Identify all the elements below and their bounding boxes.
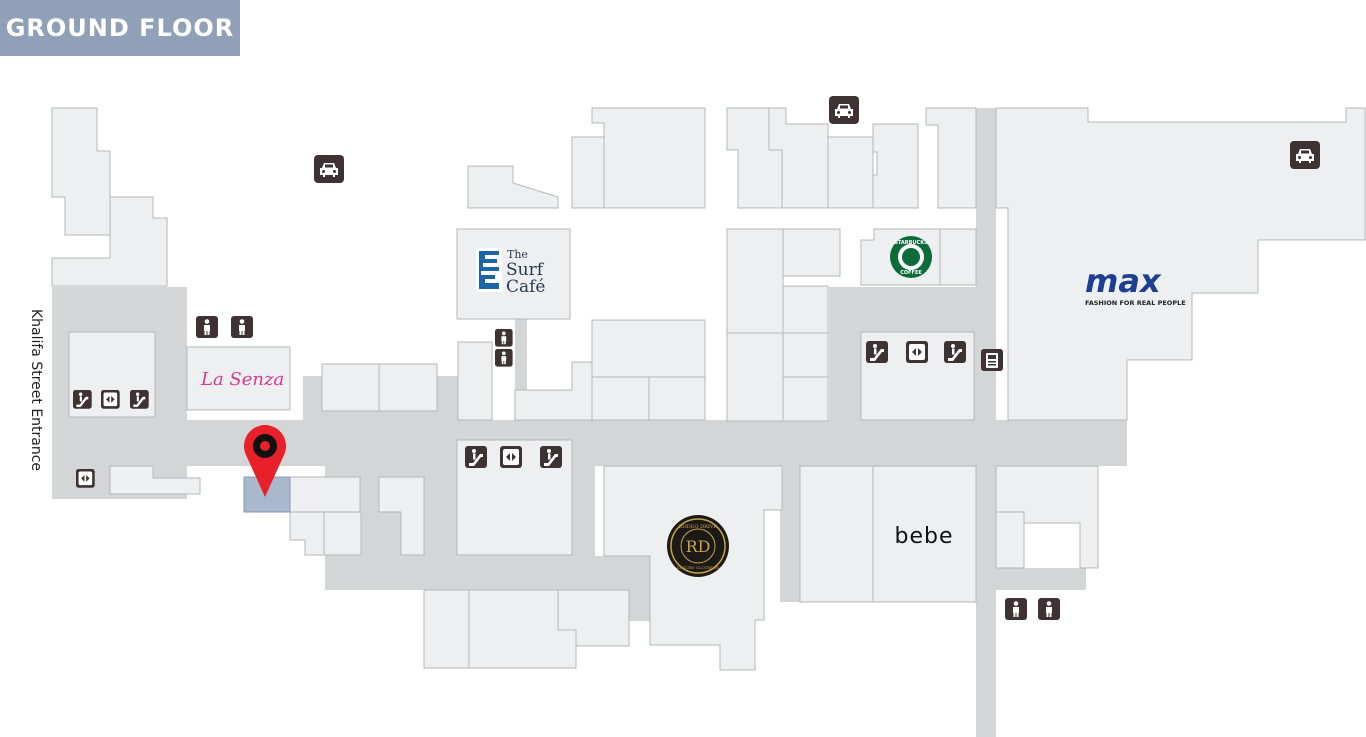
khalifa-street-entrance: Khalifa Street Entrance xyxy=(26,300,46,480)
elevator-icon[interactable] xyxy=(101,390,120,409)
restroom-icon[interactable] xyxy=(1005,598,1027,620)
atm-icon[interactable] xyxy=(981,349,1003,371)
max-logo[interactable]: max FASHION FOR REAL PEOPLE xyxy=(1085,262,1186,307)
taxi-icon[interactable] xyxy=(314,155,344,183)
entrance-label: Khalifa Street Entrance xyxy=(28,308,44,472)
escalator-icon[interactable] xyxy=(866,341,888,363)
surf-cafe-line2: Surf xyxy=(506,260,545,280)
restroom-icon[interactable] xyxy=(495,349,513,367)
bebe-logo[interactable]: bebe xyxy=(895,524,954,549)
taxi-icon[interactable] xyxy=(829,96,859,124)
restroom-icon[interactable] xyxy=(196,316,218,338)
surf-cafe-logo[interactable]: The Surf Café xyxy=(476,248,546,297)
elevator-icon[interactable] xyxy=(906,341,928,363)
starbucks-sub: COFFEE xyxy=(900,270,922,276)
escalator-icon[interactable] xyxy=(944,341,966,363)
elevator-icon[interactable] xyxy=(76,469,95,488)
rodeo-drive-monogram: RD xyxy=(686,537,711,556)
taxi-icon[interactable] xyxy=(1290,141,1320,169)
max-tagline: FASHION FOR REAL PEOPLE xyxy=(1085,299,1186,307)
escalator-icon[interactable] xyxy=(465,446,487,468)
escalator-icon[interactable] xyxy=(540,446,562,468)
restroom-icon[interactable] xyxy=(231,316,253,338)
selected-unit[interactable] xyxy=(243,476,291,513)
location-pin-icon[interactable] xyxy=(243,425,286,497)
rodeo-drive-logo[interactable]: RD RODEO DRIVE LUXURY CLOTHING xyxy=(667,515,729,577)
escalator-icon[interactable] xyxy=(73,390,92,409)
rodeo-drive-sub: LUXURY CLOTHING xyxy=(677,565,719,570)
starbucks-logo[interactable]: STARBUCKS COFFEE xyxy=(890,236,932,278)
surf-cafe-line3: Café xyxy=(506,277,546,297)
starbucks-name: STARBUCKS xyxy=(894,240,928,246)
rodeo-drive-name: RODEO DRIVE xyxy=(679,524,718,530)
elevator-icon[interactable] xyxy=(500,446,522,468)
surf-cafe-line1: The xyxy=(507,248,528,261)
la-senza-logo[interactable]: La Senza xyxy=(200,369,284,390)
escalator-icon[interactable] xyxy=(130,390,149,409)
floor-label[interactable]: GROUND FLOOR xyxy=(0,0,240,56)
max-name: max xyxy=(1085,262,1162,300)
restroom-icon[interactable] xyxy=(495,329,513,347)
restroom-icon[interactable] xyxy=(1038,598,1060,620)
